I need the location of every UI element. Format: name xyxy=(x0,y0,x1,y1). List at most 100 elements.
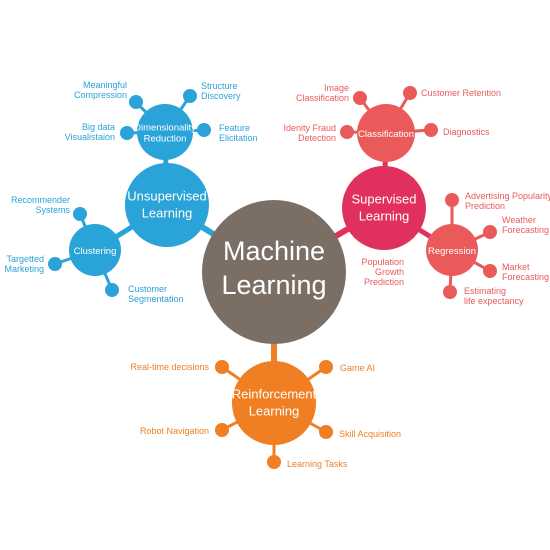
reinforcement-leaf-label: Game AI xyxy=(340,363,375,373)
dimensionality-label-line: Reduction xyxy=(144,134,187,145)
regression-leaf-label-line: Forecasting xyxy=(502,225,549,235)
clustering-leaf-label-line: Systems xyxy=(35,205,70,215)
classification-leaf-dot xyxy=(424,123,438,137)
classification-leaf-label-line: Idenity Fraud xyxy=(283,123,336,133)
clustering-leaf-label-line: Targetted xyxy=(6,254,44,264)
dimensionality-leaf-label-line: Elicitation xyxy=(219,133,258,143)
dimensionality-leaf-label-line: Big data xyxy=(82,122,115,132)
classification-leaf-label-line: Classification xyxy=(296,93,349,103)
dimensionality-leaf-dot xyxy=(197,123,211,137)
clustering-leaf-label-line: Recommender xyxy=(11,195,70,205)
reinforcement-leaf-dot xyxy=(215,423,229,437)
dimensionality-leaf-label-line: Compression xyxy=(74,90,127,100)
regression-node xyxy=(426,224,478,276)
dimensionality-leaf-label-line: Meaningful xyxy=(83,80,127,90)
reinforcement-leaf-label: Learning Tasks xyxy=(287,459,348,469)
classification-leaf-dot xyxy=(403,86,417,100)
regression-leaf-label-line: Estimating xyxy=(464,286,506,296)
dimensionality-label-line: Dimensionality xyxy=(134,123,196,134)
unsupervised-label-line: Learning xyxy=(142,206,193,221)
reinforcement-leaf-label-line: Game AI xyxy=(340,363,375,373)
center-label-line: Learning xyxy=(221,270,326,300)
classification-node xyxy=(357,104,415,162)
unsupervised-label-line: Unsupervised xyxy=(127,189,207,204)
reinforcement-learning-node xyxy=(232,361,316,445)
clustering-leaf-label-line: Customer xyxy=(128,284,167,294)
clustering-label: Clustering xyxy=(74,246,117,257)
reinforcement-leaf-label-line: Robot Navigation xyxy=(140,426,209,436)
clustering-label-line: Clustering xyxy=(74,246,117,257)
regression-label-line: Regression xyxy=(428,246,476,257)
clustering-leaf-dot xyxy=(105,283,119,297)
reinforcement-leaf-dot xyxy=(319,425,333,439)
reinforcement-leaf-label: Skill Acquisition xyxy=(339,429,401,439)
reinforcement-leaf-label: Robot Navigation xyxy=(140,426,209,436)
regression-leaf-label-line: life expectancy xyxy=(464,296,524,306)
classification-leaf-dot xyxy=(340,125,354,139)
dimensionality-leaf-dot xyxy=(129,95,143,109)
classification-leaf-label-line: Customer Retention xyxy=(421,88,501,98)
regression-leaf-label-line: Advertising Popularity xyxy=(465,191,550,201)
reinforcement-leaf-dot xyxy=(319,360,333,374)
regression-leaf-label-line: Weather xyxy=(502,215,536,225)
reinforcement-label-line: Reinforcement xyxy=(232,387,317,402)
dimensionality-leaf-label-line: Structure xyxy=(201,81,238,91)
regression-label: Regression xyxy=(428,246,476,257)
regression-leaf-dot xyxy=(443,285,457,299)
classification-leaf-label: Diagnostics xyxy=(443,127,490,137)
dimensionality-leaf-label-line: Feature xyxy=(219,123,250,133)
classification-leaf-label-line: Image xyxy=(324,83,349,93)
reinforcement-label-line: Learning xyxy=(249,404,300,419)
regression-leaf-label-line: Prediction xyxy=(364,277,404,287)
reinforcement-leaf-label-line: Skill Acquisition xyxy=(339,429,401,439)
clustering-leaf-label-line: Segmentation xyxy=(128,294,184,304)
machine-learning-node xyxy=(202,200,346,344)
classification-leaf-label-line: Diagnostics xyxy=(443,127,490,137)
regression-leaf-dot xyxy=(445,193,459,207)
clustering-node xyxy=(69,224,121,276)
regression-leaf-label-line: Population xyxy=(361,257,404,267)
clustering-leaf-dot xyxy=(73,207,87,221)
reinforcement-leaf-label: Real-time decisions xyxy=(130,362,209,372)
classification-label-line: Classification xyxy=(358,129,414,140)
classification-label: Classification xyxy=(358,129,414,140)
dimensionality-leaf-label-line: Visualistaion xyxy=(65,132,115,142)
reinforcement-leaf-dot xyxy=(215,360,229,374)
reinforcement-leaf-label-line: Learning Tasks xyxy=(287,459,348,469)
dimensionality-leaf-dot xyxy=(183,89,197,103)
nodes xyxy=(48,86,497,469)
clustering-leaf-dot xyxy=(48,257,62,271)
reinforcement-leaf-dot xyxy=(267,455,281,469)
regression-leaf-label-line: Prediction xyxy=(465,201,505,211)
regression-leaf-dot xyxy=(483,264,497,278)
regression-leaf-dot xyxy=(483,225,497,239)
regression-leaf-label-line: Market xyxy=(502,262,530,272)
regression-leaf-label-line: Forecasting xyxy=(502,272,549,282)
dimensionality-leaf-dot xyxy=(120,126,134,140)
reinforcement-leaf-label-line: Real-time decisions xyxy=(130,362,209,372)
unsupervised-learning-node xyxy=(125,163,209,247)
classification-leaf-label-line: Detection xyxy=(298,133,336,143)
regression-leaf-label-line: Growth xyxy=(375,267,404,277)
supervised-learning-node xyxy=(342,166,426,250)
